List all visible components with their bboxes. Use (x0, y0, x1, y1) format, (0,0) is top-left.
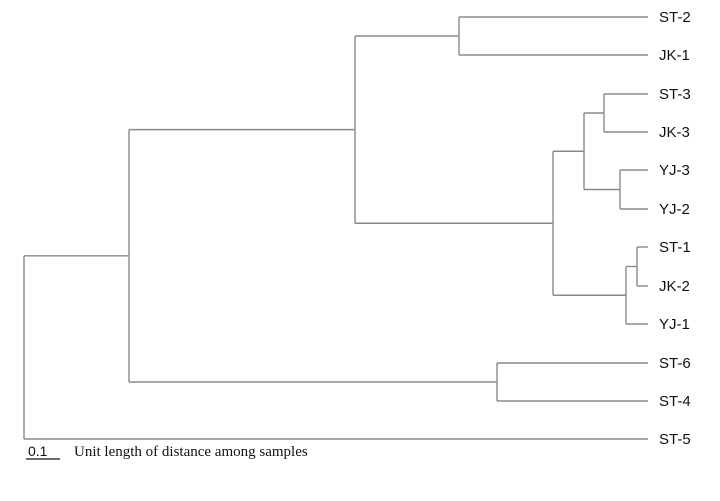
leaf-label: ST-4 (659, 393, 691, 410)
leaf-label: ST-1 (659, 239, 691, 256)
leaf-label: ST-5 (659, 431, 691, 448)
tree-branches (23, 16, 648, 440)
leaf-label: JK-2 (659, 278, 690, 295)
leaf-label: YJ-1 (659, 316, 690, 333)
leaf-labels: ST-2JK-1ST-3JK-3YJ-3YJ-2ST-1JK-2YJ-1ST-6… (659, 9, 691, 448)
leaf-label: JK-1 (659, 47, 690, 64)
leaf-label: ST-3 (659, 86, 691, 103)
scale-value: 0.1 (28, 443, 48, 459)
leaf-label: YJ-2 (659, 201, 690, 218)
leaf-label: YJ-3 (659, 162, 690, 179)
leaf-label: ST-2 (659, 9, 691, 26)
leaf-label: JK-3 (659, 124, 690, 141)
leaf-label: ST-6 (659, 355, 691, 372)
scale-legend: 0.1 Unit length of distance among sample… (26, 443, 308, 460)
scale-caption: Unit length of distance among samples (74, 444, 308, 460)
